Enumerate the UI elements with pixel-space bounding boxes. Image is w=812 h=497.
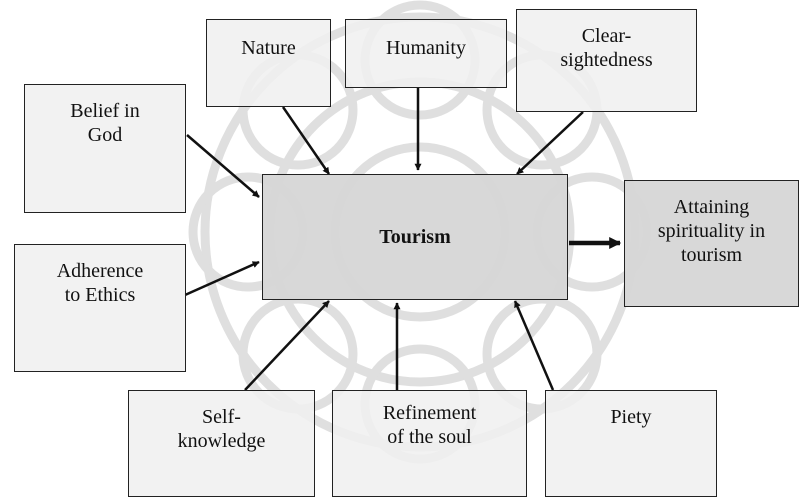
factor-label-line: to Ethics <box>64 284 136 306</box>
factor-label-line: Refinement <box>382 402 477 424</box>
arrow-nature-to-tourism <box>281 106 331 175</box>
factor-label-line: knowledge <box>177 430 266 452</box>
arrow-belief-to-tourism <box>186 134 260 198</box>
factor-label-line: Belief in <box>70 100 140 122</box>
outcome-attaining-spirituality: Attaining spirituality in tourism <box>624 180 799 307</box>
factor-clear-sightedness: Clear- sightedness <box>516 9 697 112</box>
factor-belief-in-god: Belief in God <box>24 84 186 213</box>
factor-label-line: Piety <box>610 406 652 428</box>
factor-label-line: Adherence <box>56 260 144 282</box>
arrow-ethics-to-tourism <box>184 260 260 297</box>
factor-label-line: Humanity <box>386 37 466 59</box>
outcome-label-line: Attaining <box>673 196 750 218</box>
factor-refinement-of-the-soul: Refinement of the soul <box>332 390 527 497</box>
factor-piety: Piety <box>545 390 717 497</box>
tourism-label: Tourism <box>379 226 451 248</box>
arrow-piety-to-tourism <box>513 300 555 391</box>
factor-adherence-to-ethics: Adherence to Ethics <box>14 244 186 372</box>
factor-self-knowledge: Self- knowledge <box>128 390 315 497</box>
factor-nature: Nature <box>206 19 331 107</box>
outcome-label-line: spirituality in <box>657 220 766 242</box>
factor-humanity: Humanity <box>345 19 507 88</box>
tourism-node: Tourism <box>262 174 568 300</box>
outcome-label-line: tourism <box>680 244 743 266</box>
factor-label-line: God <box>87 124 123 146</box>
factor-label-line: of the soul <box>387 426 472 448</box>
factor-label-line: sightedness <box>560 49 653 71</box>
factor-label-line: Nature <box>241 37 296 59</box>
factor-label-line: Clear- <box>581 25 632 47</box>
factor-label-line: Self- <box>202 406 241 428</box>
arrow-clear-to-tourism <box>516 111 584 175</box>
arrow-self-to-tourism <box>244 300 330 391</box>
